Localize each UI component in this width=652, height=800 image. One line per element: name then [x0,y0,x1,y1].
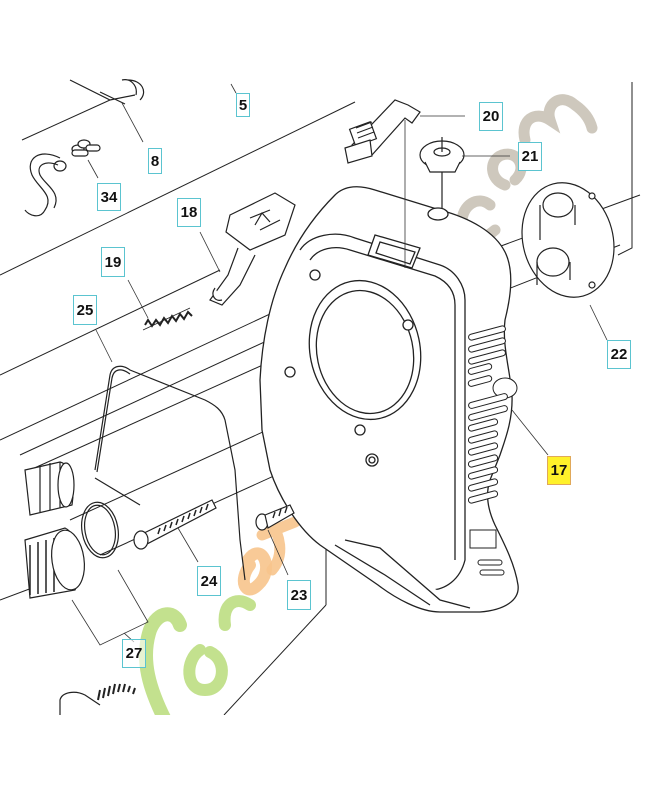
part-23-screw [255,504,295,531]
part-20-clip [344,99,421,164]
callout-17[interactable]: 17 [547,456,571,485]
callout-20[interactable]: 20 [479,102,503,131]
callout-21[interactable]: 21 [518,142,542,171]
callout-25[interactable]: 25 [73,295,97,325]
part-8-bracket [69,79,145,105]
watermark-letter-o [183,644,228,697]
part-18-choke-lever [209,192,296,306]
watermark-letter-e [237,547,273,596]
watermark-letter-m [518,94,598,146]
watermark-letter-f [138,607,187,727]
callout-23[interactable]: 23 [287,580,311,610]
callout-27[interactable]: 27 [122,639,146,668]
part-34-clip [71,139,101,157]
part-oring [81,501,119,559]
part-25-wire-bar [94,365,246,581]
part-22-cap [521,182,615,298]
callout-19[interactable]: 19 [101,247,125,277]
part-17-grill-slots [467,325,518,576]
watermark-letter-r [218,595,256,631]
callout-5[interactable]: 5 [236,93,250,117]
callout-22[interactable]: 22 [607,340,631,369]
callout-24[interactable]: 24 [197,566,221,596]
part-left-sleeve [24,461,75,516]
part-27-boot [24,527,85,599]
part-hose-s [24,153,67,217]
part-19-spring [142,307,193,331]
callout-18[interactable]: 18 [177,198,201,227]
callout-8[interactable]: 8 [148,148,162,174]
part-bottom-left-fitting [0,683,652,800]
part-17-starter-housing [259,186,519,613]
callout-34[interactable]: 34 [97,183,121,211]
part-21-grommet [419,137,465,218]
leader-lines [71,83,608,646]
part-24-screw [133,499,217,550]
